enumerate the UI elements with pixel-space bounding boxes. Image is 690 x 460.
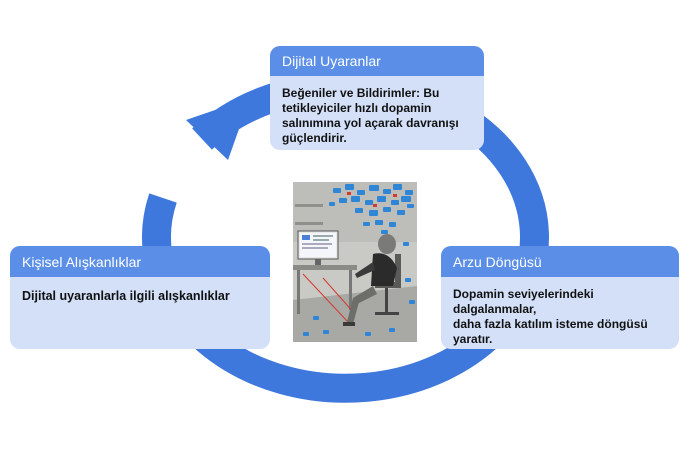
card-craving-cycle-title: Arzu Döngüsü [441, 246, 679, 277]
card-digital-stimuli-line: Beğeniler ve Bildirimler: Bu [282, 86, 440, 100]
card-personal-habits-title: Kişisel Alışkanlıklar [10, 246, 270, 277]
monitor-icon [297, 230, 339, 265]
card-craving-cycle-line: yaratır. [453, 332, 493, 346]
card-digital-stimuli-line: tetikleyiciler hızlı dopamin [282, 101, 432, 115]
center-illustration [293, 182, 417, 342]
notification-icons [303, 184, 415, 336]
card-craving-cycle-line: Dopamin seviyelerindeki dalgalanmalar, [453, 287, 594, 316]
card-personal-habits-body: Dijital uyaranlarla ilgili alışkanlıklar [10, 277, 270, 312]
card-personal-habits: Kişisel Alışkanlıklar Dijital uyaranlarl… [10, 246, 270, 349]
cycle-arrow-head [186, 98, 250, 160]
card-craving-cycle-body: Dopamin seviyelerindeki dalgalanmalar, d… [441, 277, 679, 349]
card-personal-habits-line: Dijital uyaranlarla ilgili alışkanlıklar [22, 289, 230, 303]
person-icon [343, 234, 397, 326]
card-digital-stimuli-title: Dijital Uyaranlar [270, 46, 484, 76]
card-digital-stimuli-line: güçlendirir. [282, 131, 347, 145]
card-craving-cycle: Arzu Döngüsü Dopamin seviyelerindeki dal… [441, 246, 679, 349]
card-digital-stimuli-line: salınımına yol açarak davranışı [282, 116, 459, 130]
card-digital-stimuli: Dijital Uyaranlar Beğeniler ve Bildiriml… [270, 46, 484, 150]
illustration-drawing [293, 182, 417, 342]
card-digital-stimuli-body: Beğeniler ve Bildirimler: Bu tetikleyici… [270, 76, 484, 150]
card-craving-cycle-line: daha fazla katılım isteme döngüsü [453, 317, 648, 331]
